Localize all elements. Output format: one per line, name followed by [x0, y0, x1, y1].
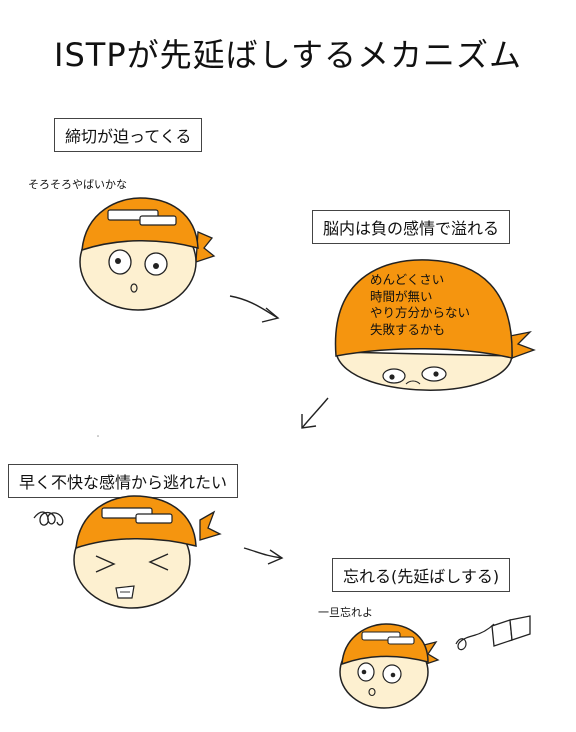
thought-item: めんどくさい — [370, 272, 445, 287]
page-title: ISTPが先延ばしするメカニズム — [54, 36, 522, 74]
character-worried — [79, 197, 216, 311]
notebook-icon — [455, 615, 531, 651]
step-1-label: 締切が迫ってくる — [54, 118, 203, 152]
step-3-label: 早く不快な感情から逃れたい — [8, 464, 239, 498]
step-4-label: 忘れる(先延ばしする) — [332, 558, 511, 592]
step-2-label: 脳内は負の感情で溢れる — [312, 210, 511, 244]
thought-item: 失敗するかも — [370, 321, 446, 337]
character-forgetting — [339, 623, 440, 709]
thought-list: めんどくさい 時間が無い やり方分からない 失敗するかも — [370, 272, 470, 338]
character-escaping — [33, 495, 222, 609]
step-4-note: 一旦忘れよ — [318, 606, 373, 619]
step-1-note: そろそろやばいかな — [28, 178, 127, 191]
thought-item: 時間が無い — [370, 288, 433, 304]
thought-item: やり方分からない — [370, 305, 471, 320]
character-overwhelmed — [334, 259, 536, 391]
